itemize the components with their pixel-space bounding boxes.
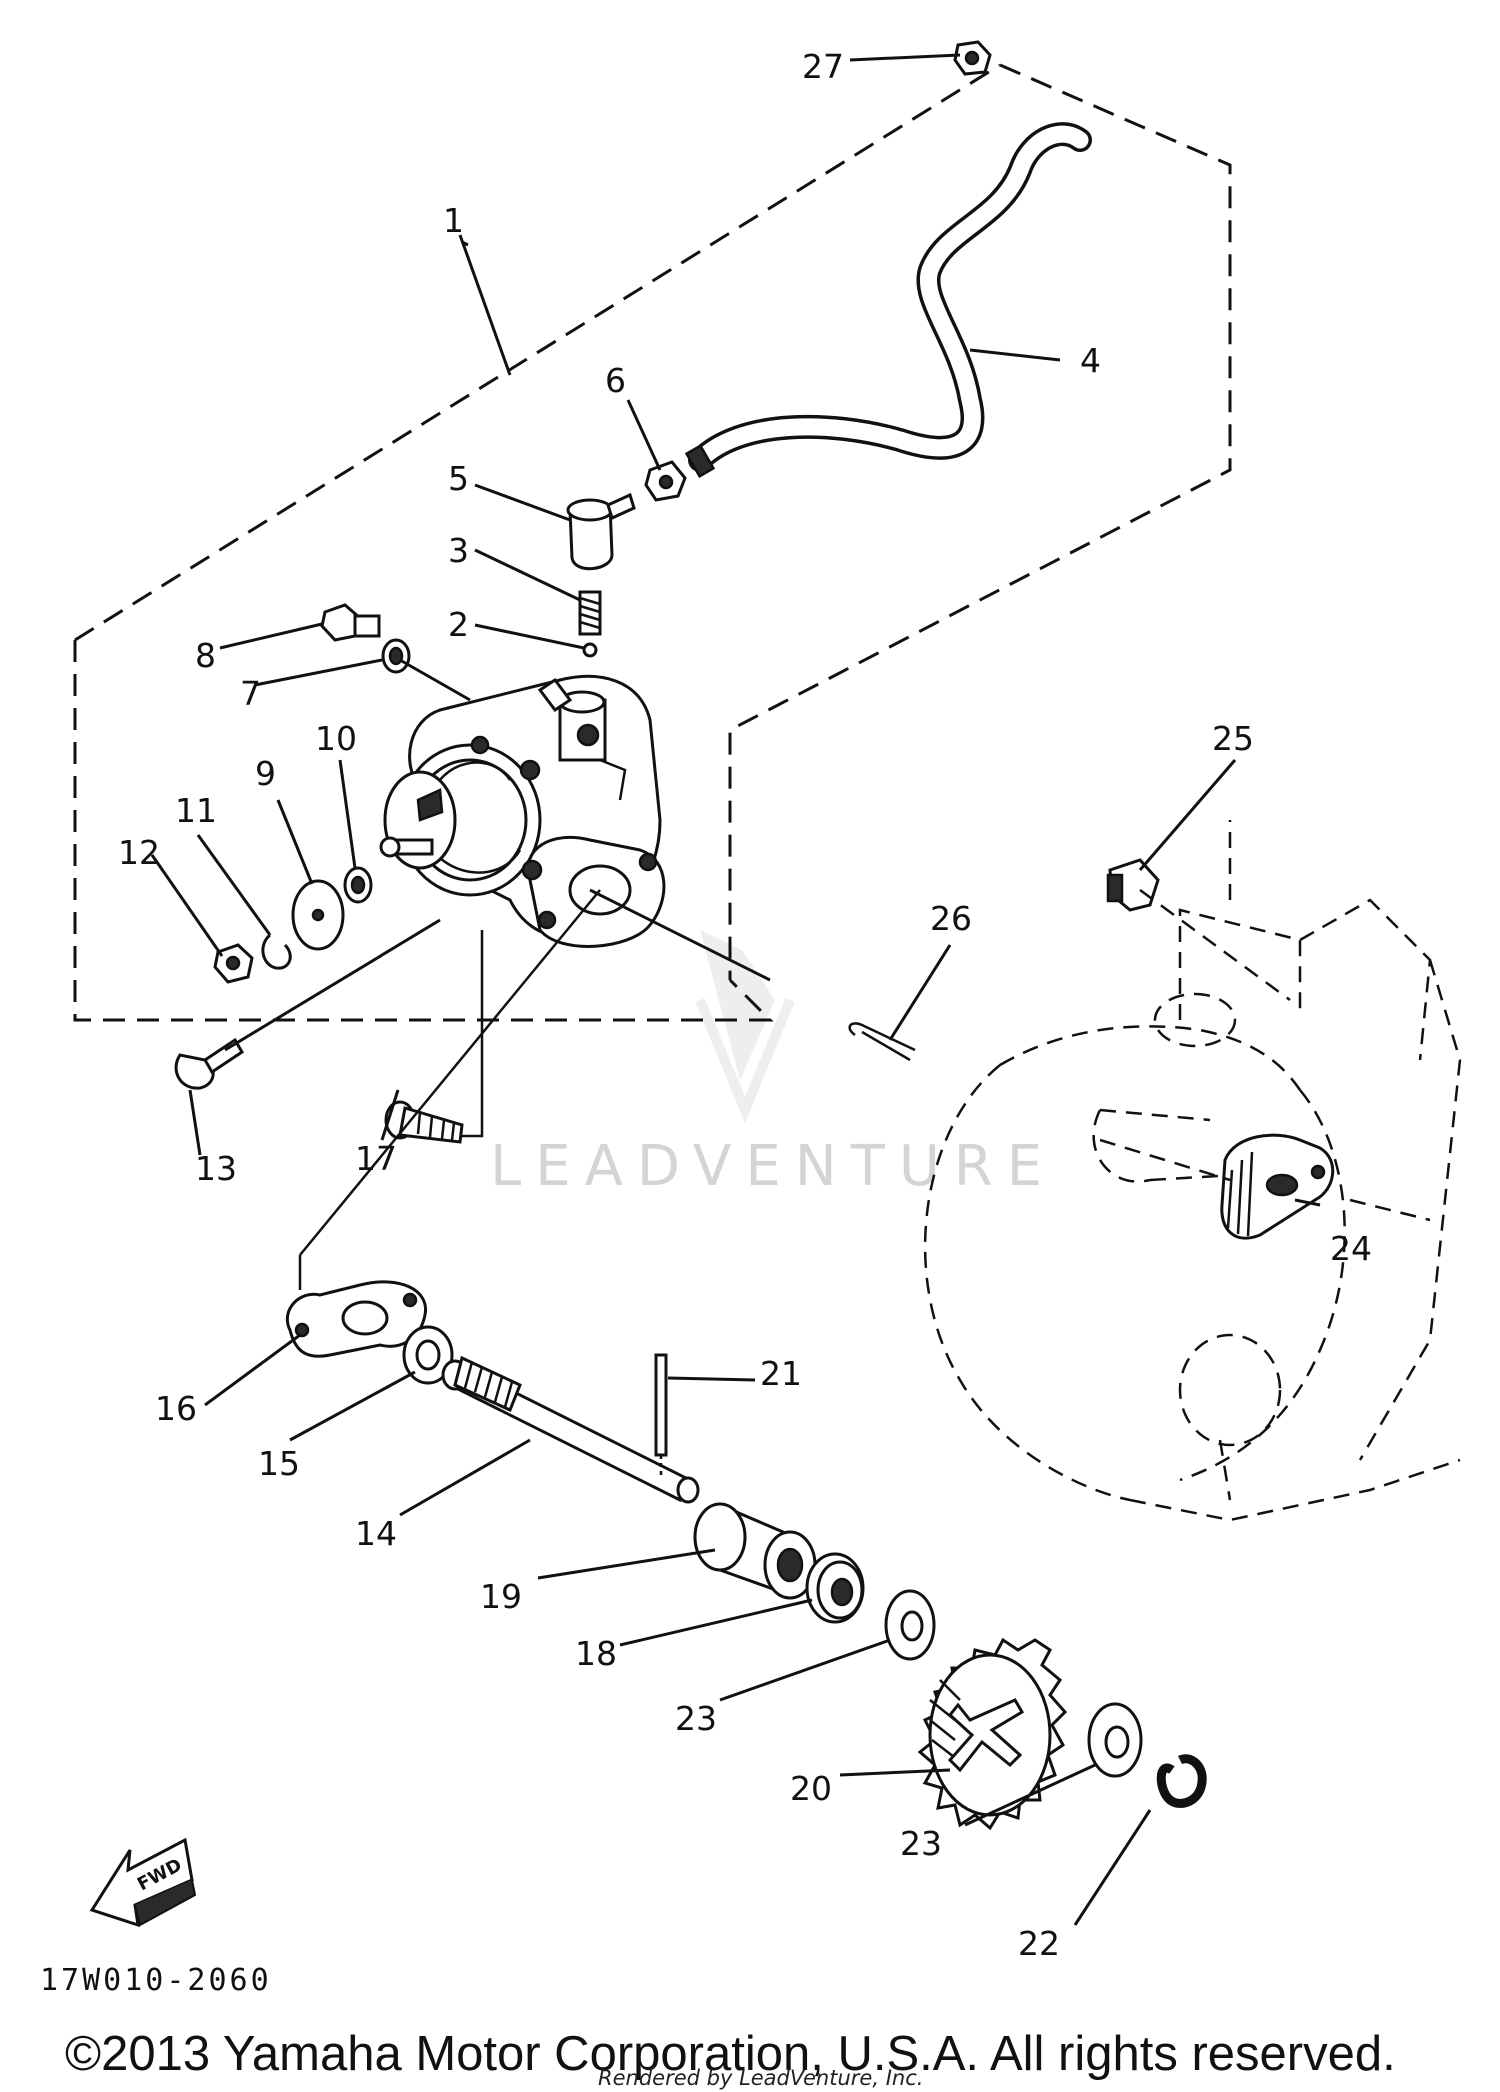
watermark-text: LEADVENTURE <box>490 1134 1056 1199</box>
shaft-pin <box>654 1353 668 1457</box>
pump-screw <box>384 1100 464 1144</box>
part-label: 25 <box>1212 719 1254 758</box>
oil-hose <box>684 122 1092 478</box>
part-label: 27 <box>802 47 844 86</box>
cable-grommet <box>1220 1133 1335 1240</box>
pump-gasket <box>285 1280 428 1358</box>
part-label: 4 <box>1080 341 1101 380</box>
leader-lines <box>150 53 1321 1926</box>
banjo-fitting <box>566 492 636 571</box>
part-number-labels: 1 2 3 4 5 6 7 8 9 10 11 12 13 14 15 16 1… <box>118 47 1372 1963</box>
pump-drive-shaft <box>441 1355 700 1504</box>
part-label: 24 <box>1330 1229 1372 1268</box>
part-label: 1 <box>443 201 464 240</box>
cable-holder <box>1106 858 1160 912</box>
part-label: 18 <box>575 1634 617 1673</box>
rendered-by-notice: Rendered by LeadVenture, Inc. <box>598 2066 923 2090</box>
part-label: 3 <box>448 531 469 570</box>
part-label: 9 <box>255 754 276 793</box>
part-label: 2 <box>448 605 469 644</box>
lock-washer <box>261 933 292 970</box>
part-label: 23 <box>675 1699 717 1738</box>
part-label: 16 <box>155 1389 197 1428</box>
pump-nut <box>213 943 254 984</box>
check-spring <box>578 590 602 636</box>
screw-leader <box>462 930 484 1138</box>
bearing-washer <box>805 1552 865 1624</box>
part-label: 11 <box>175 791 217 830</box>
part-label: 10 <box>315 719 357 758</box>
oil-pump-body <box>379 674 666 948</box>
crankcase-outline <box>923 820 1462 1522</box>
cotter-pin <box>848 1022 916 1062</box>
shaft-washer <box>402 1325 454 1385</box>
part-label: 5 <box>448 459 469 498</box>
clamp-nut <box>953 40 992 76</box>
part-label: 12 <box>118 833 160 872</box>
part-label: 23 <box>900 1824 942 1863</box>
bleed-bolt <box>320 603 381 642</box>
part-label: 7 <box>240 674 261 713</box>
part-label: 20 <box>790 1769 832 1808</box>
part-label: 6 <box>605 361 626 400</box>
part-label: 17 <box>355 1139 397 1178</box>
part-label: 26 <box>930 899 972 938</box>
thrust-washer-lower <box>1087 1702 1143 1778</box>
part-label: 19 <box>480 1577 522 1616</box>
fwd-arrow-icon: FWD <box>89 1837 197 1928</box>
check-ball <box>582 642 598 658</box>
assembly-outline <box>73 63 1232 1022</box>
part-label: 14 <box>355 1514 397 1553</box>
copyright-notice: ©2013 Yamaha Motor Corporation, U.S.A. A… <box>65 2027 1396 2081</box>
part-label: 8 <box>195 636 216 675</box>
hose-nut <box>644 460 687 502</box>
thrust-washer-upper <box>884 1589 936 1661</box>
reference-lines <box>298 888 1291 1290</box>
pump-washer <box>343 866 373 904</box>
bleed-washer <box>381 638 411 674</box>
pump-drive-gear <box>917 1637 1068 1831</box>
part-label: 13 <box>195 1149 237 1188</box>
watermark-logo <box>695 930 795 1124</box>
pump-pulley-plate <box>291 879 345 951</box>
diagram-code: 17W010-2060 <box>40 1963 272 1998</box>
shaft-collar <box>693 1502 817 1600</box>
part-label: 22 <box>1018 1924 1060 1963</box>
part-label: 21 <box>760 1354 802 1393</box>
cable-clip <box>174 1037 245 1090</box>
part-label: 15 <box>258 1444 300 1483</box>
circlip <box>1156 1754 1207 1808</box>
